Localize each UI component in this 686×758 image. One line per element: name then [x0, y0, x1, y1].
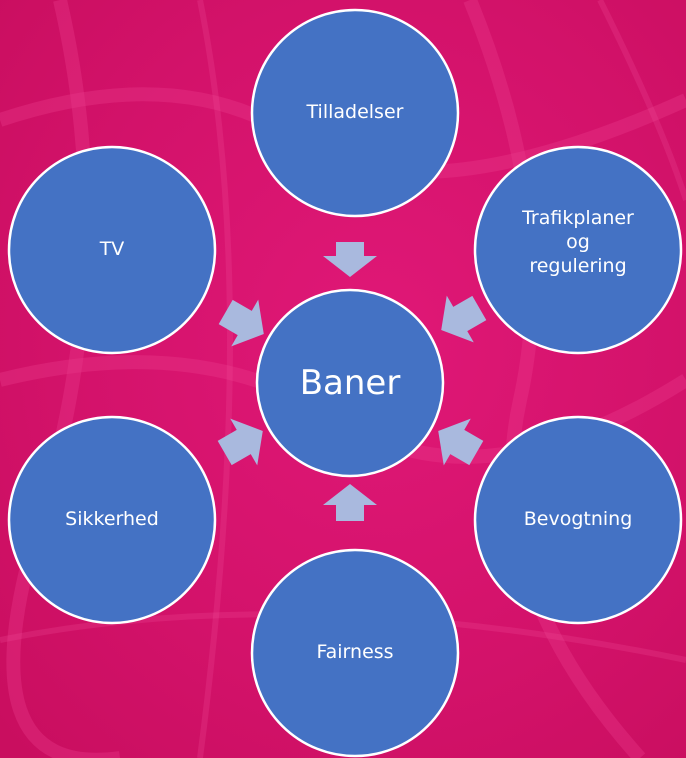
arrow-tv — [218, 299, 264, 347]
arrow-trafikplaner — [441, 295, 487, 343]
node-circle-tilladelser — [250, 8, 460, 218]
node-circle-sikkerhed — [7, 415, 217, 625]
node-circle-trafikplaner — [473, 145, 683, 355]
node-circle-bevogtning — [473, 415, 683, 625]
node-circle-tv — [7, 145, 217, 355]
arrow-sikkerhed — [217, 418, 263, 466]
center-circle — [255, 288, 445, 478]
arrow-fairness — [323, 484, 377, 521]
arrow-tilladelser — [323, 242, 377, 277]
node-circle-fairness — [250, 548, 460, 758]
arrow-bevogtning — [438, 418, 484, 466]
